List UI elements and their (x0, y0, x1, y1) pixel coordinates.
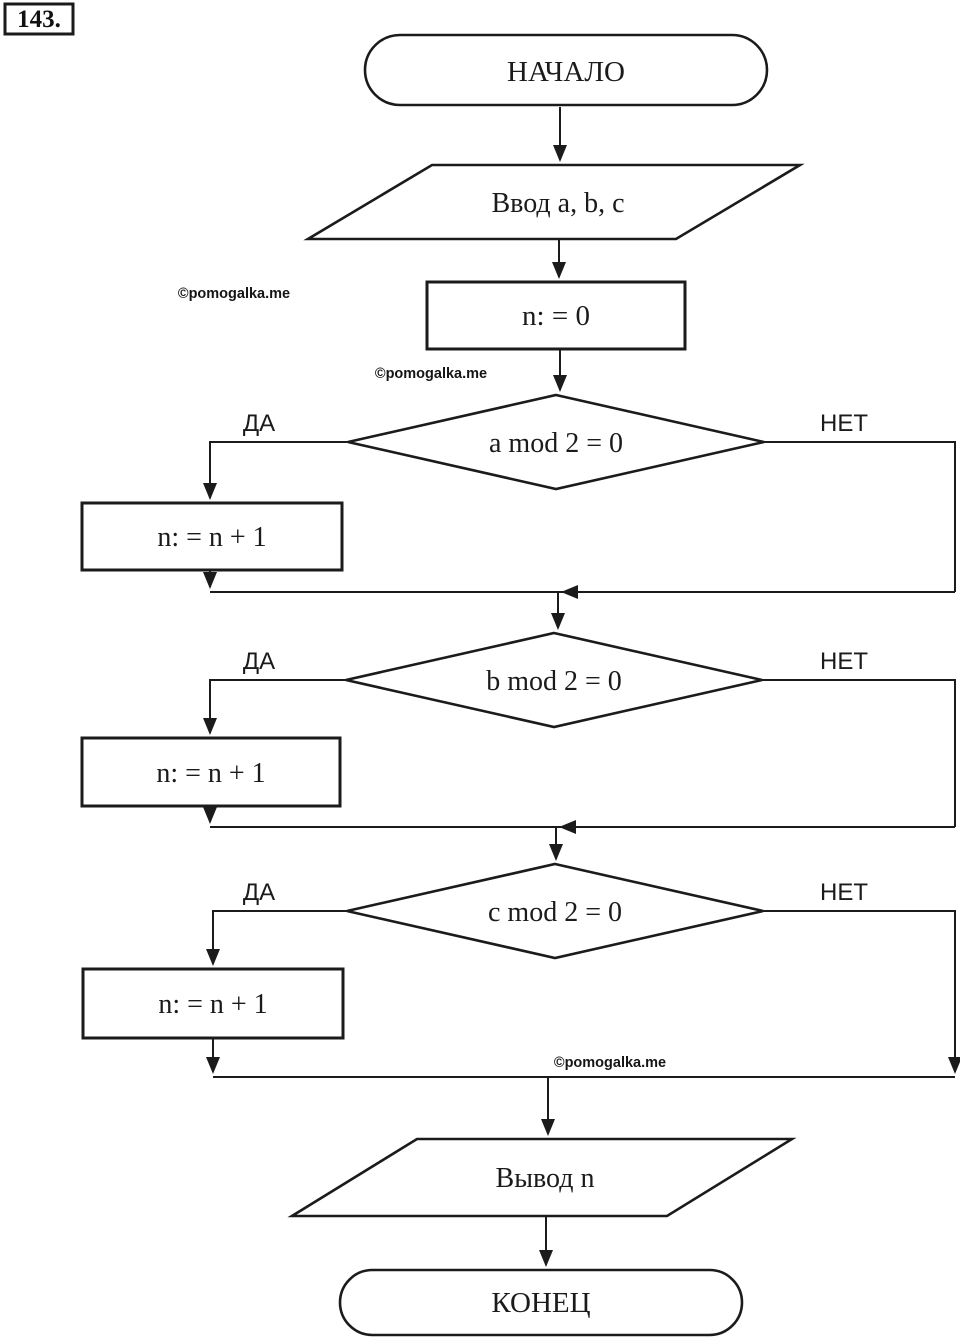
end-terminator (338, 1268, 744, 1337)
branch-yes-label-b: ДА (243, 648, 275, 675)
edge-yes-a (203, 441, 348, 500)
output-label: Вывод n (496, 1163, 595, 1194)
branch-no-label-c: НЕТ (820, 879, 868, 906)
increment-a-process (80, 501, 344, 572)
exercise-number-box (3, 2, 75, 36)
edge-no-a (764, 441, 956, 592)
decision-c-label: c mod 2 = 0 (488, 897, 622, 928)
increment-c-label: n: = n + 1 (158, 989, 267, 1020)
start-terminator (363, 33, 769, 107)
decision-c-diamond (346, 862, 764, 960)
init-process (425, 280, 687, 351)
start-label: НАЧАЛО (507, 56, 625, 88)
decision-b-diamond (345, 631, 763, 729)
watermark-bottom: ©pomogalka.me (554, 1055, 666, 1071)
branch-no-label-a: НЕТ (820, 410, 868, 437)
watermark-middle: ©pomogalka.me (375, 366, 487, 382)
init-label: n: = 0 (522, 300, 590, 332)
input-label: Ввод a, b, c (492, 188, 625, 219)
decision-a-diamond (347, 393, 765, 491)
output-parallelogram (287, 1137, 797, 1218)
increment-c-process (81, 967, 345, 1040)
edge-no-b (762, 679, 956, 827)
watermark-top-left: ©pomogalka.me (178, 286, 290, 302)
decision-b-label: b mod 2 = 0 (486, 666, 622, 697)
increment-a-label: n: = n + 1 (157, 522, 266, 553)
increment-b-label: n: = n + 1 (156, 758, 265, 789)
branch-no-label-b: НЕТ (820, 648, 868, 675)
exercise-number: 143. (17, 6, 61, 33)
edge-yes-c (206, 910, 347, 966)
decision-a-label: a mod 2 = 0 (489, 428, 623, 459)
edge-yes-b (203, 679, 346, 735)
edge-no-c (763, 910, 960, 1074)
input-parallelogram (303, 163, 805, 241)
end-label: КОНЕЦ (491, 1287, 590, 1319)
branch-yes-label-c: ДА (243, 879, 275, 906)
branch-yes-label-a: ДА (243, 410, 275, 437)
increment-b-process (80, 736, 342, 808)
